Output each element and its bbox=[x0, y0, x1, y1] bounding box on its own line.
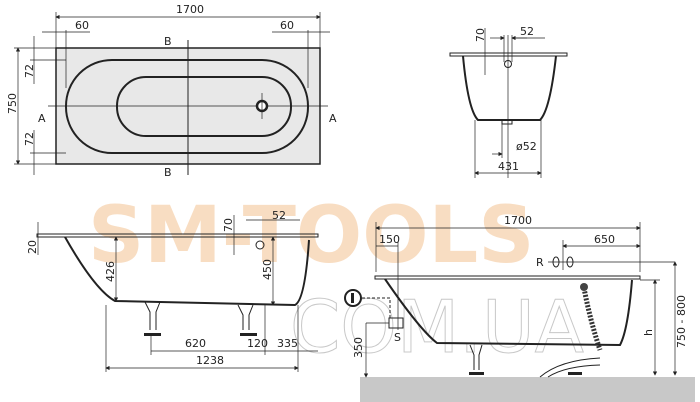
dim-install-length: 1700 bbox=[504, 214, 532, 227]
dim-height-h: h bbox=[642, 329, 655, 336]
outer-basin bbox=[65, 59, 309, 154]
dim-side-overflow-dia: 52 bbox=[272, 209, 286, 222]
dim-depth-left: 426 bbox=[104, 261, 117, 282]
top-view: 1700 60 60 750 72 72 B B A A bbox=[6, 3, 337, 179]
floor bbox=[360, 377, 695, 402]
dim-side-overflow-depth: 70 bbox=[222, 218, 235, 232]
dim-bottom-width: 431 bbox=[498, 160, 519, 173]
dim-bottom-length: 1238 bbox=[196, 354, 224, 367]
watermark-com-ua: COM.UA bbox=[290, 285, 584, 369]
dim-overflow-dia: 52 bbox=[520, 25, 534, 38]
dim-length: 1700 bbox=[176, 3, 204, 16]
section-b-bottom: B bbox=[164, 166, 172, 179]
dim-rim-top: 72 bbox=[23, 64, 36, 78]
dim-rim-right: 60 bbox=[280, 19, 294, 32]
dim-tap-offset: 650 bbox=[594, 233, 615, 246]
dim-depth-right: 450 bbox=[261, 259, 274, 280]
tap-label: R bbox=[536, 256, 544, 269]
siphon-label: S bbox=[394, 331, 401, 344]
section-a-right: A bbox=[329, 112, 337, 125]
side-view: 20 426 450 70 52 620 120 335 1238 bbox=[26, 209, 319, 372]
dim-drain-dia: ø52 bbox=[516, 140, 537, 153]
dim-rim-bottom: 72 bbox=[23, 132, 36, 146]
dim-rim-left: 60 bbox=[75, 19, 89, 32]
dim-rim-height: 20 bbox=[26, 240, 39, 254]
dim-leg-spacing: 620 bbox=[185, 337, 206, 350]
cross-section-view: 52 70 ø52 431 bbox=[449, 25, 568, 178]
dim-total-height: 750 - 800 bbox=[675, 295, 688, 348]
dim-overflow-depth: 70 bbox=[474, 28, 487, 42]
section-b-top: B bbox=[164, 35, 172, 48]
dim-siphon-offset: 150 bbox=[379, 233, 400, 246]
watermark-sm-tools: SM-TOOLS bbox=[88, 191, 534, 281]
dim-siphon-height: 350 bbox=[352, 337, 365, 358]
install-view: 1700 150 650 R S 350 h 750 - 800 bbox=[344, 214, 695, 402]
dim-leg-offset: 120 bbox=[247, 337, 268, 350]
drain-hose bbox=[581, 287, 603, 351]
section-a-left: A bbox=[38, 112, 46, 125]
dim-width: 750 bbox=[6, 93, 19, 114]
dim-drain-offset: 335 bbox=[277, 337, 298, 350]
inner-basin bbox=[116, 76, 292, 137]
